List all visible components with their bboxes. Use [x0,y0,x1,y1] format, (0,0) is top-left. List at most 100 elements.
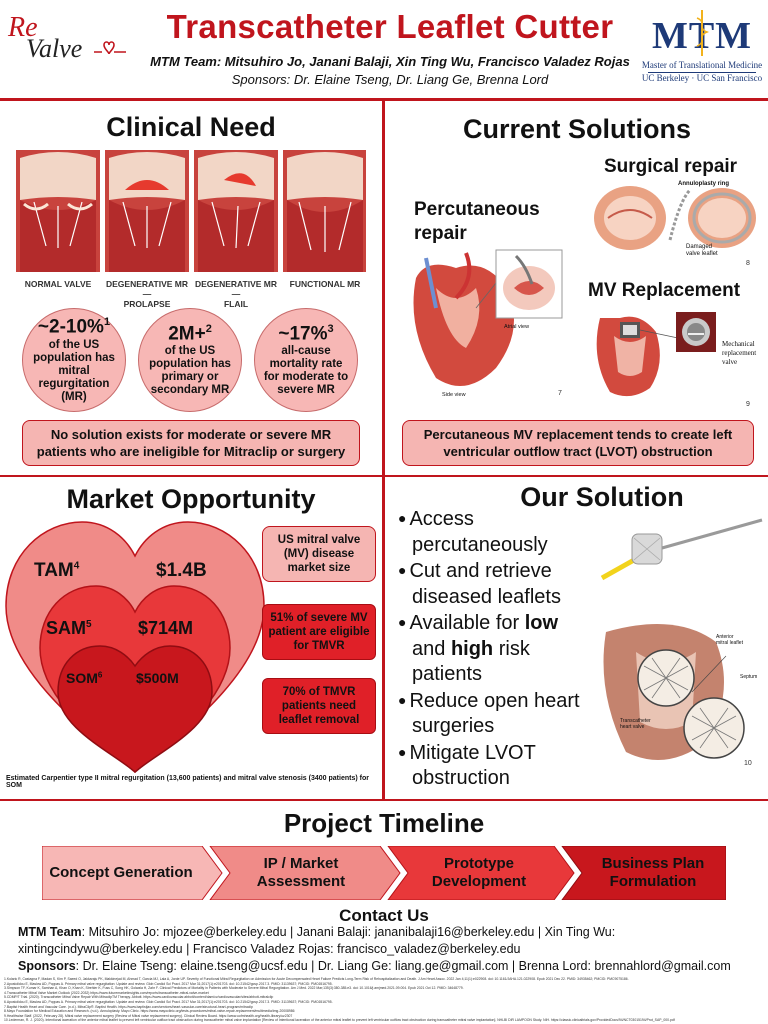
damaged-leaflet-label: Damaged valve leaflet [686,244,718,258]
timeline-step-3: Prototype Development [404,846,554,900]
valve-label-prolapse: DEGENERATIVE MR — PROLAPSE [105,279,189,309]
references-list: 1.Kolaric R, Castagna F, Madan S, Kim P,… [4,977,764,1023]
revalve-logo: Re Valve [8,12,128,63]
timeline-step-4-shape [561,846,726,900]
contact-team-line: MTM Team: Mitsuhiro Jo: mjozee@berkeley.… [18,924,758,958]
mtm-line-2: UC Berkeley · UC San Francisco [641,73,763,83]
stat-circle-mortality: ~17%3 all-cause mortality rate for moder… [254,308,358,412]
references-top-divider [0,799,768,801]
heart-line-icon [94,41,126,55]
contact-sponsors-line: Sponsors: Dr. Elaine Tseng: elaine.tseng… [18,958,758,975]
stat-text: of the US population has mitral regurgit… [33,338,115,403]
figure-number-8: 8 [746,260,750,267]
stat-text: all-cause mortality rate for moderate to… [263,345,349,397]
mechanical-valve-label: Mechanical replacement valve [722,340,756,367]
valve-label-line: FUNCTIONAL MR [289,279,361,289]
normal-valve-image [16,150,100,272]
figure-number-10: 10 [744,760,752,767]
valve-label-functional: FUNCTIONAL MR [283,279,367,289]
som-heart [57,645,213,773]
stat-circle-prevalence: ~2-10%1 of the US population has mitral … [22,308,126,412]
annuloplasty-label: Annuloplasty ring [678,181,729,187]
timeline-step-text: Development [431,873,527,890]
mv-replacement-heading: MV Replacement [588,280,741,301]
thv-line: heart valve [620,724,645,730]
leaflet-removal-box: 70% of TMVR patients need leaflet remova… [262,678,376,734]
stat-text: of the US population has primary or seco… [149,345,231,397]
reference-item: 5.CDMP/T Trial. (2020). Transcatheter Mi… [4,995,274,1000]
som-label: SOM6 [66,670,103,686]
market-footnote: Estimated Carpentier type II mitral regu… [6,775,369,789]
percutaneous-line: Percutaneous [414,199,540,220]
contact-sponsors-label: Sponsors [18,959,76,973]
valve-label-line: PROLAPSE [123,299,171,309]
solution-bullet: Mitigate LVOT obstruction [398,740,594,792]
reference-item: 9.Healthwise Staff. (2022, February 28).… [4,1013,293,1018]
figure-number-9: 9 [746,401,750,408]
side-view-label: Side view [442,392,466,398]
timeline-step-text: IP / Market [263,855,339,872]
left-mid-divider [0,475,382,477]
percutaneous-repair-heading: Percutaneous repair [414,198,540,246]
som-value: $500M [136,670,179,686]
valve-label-line: DEGENERATIVE MR — [105,279,189,299]
clinical-need-heading: Clinical Need [106,112,276,142]
functional-valve-image [283,150,367,272]
timeline-step-1-shape [42,846,223,900]
surgical-repair-heading: Surgical repair [604,156,738,177]
mtm-divider [648,72,756,73]
valve-label-line: DEGENERATIVE MR — [194,279,278,299]
valve-label-line: NORMAL VALVE [24,279,92,289]
contact-sponsors-text: : Dr. Elaine Tseng: elaine.tseng@ucsf.ed… [75,959,731,973]
timeline-step-2-shape [209,846,401,900]
timeline-step-3-shape [387,846,575,900]
timeline-step-text: Assessment [256,873,346,890]
reference-item: 2.Apostolidou E, Maslow AD, Poppas A. Pr… [4,981,333,986]
figure-number-7: 7 [558,390,562,397]
flail-valve-image [194,150,278,272]
prolapse-valve-image [105,150,189,272]
logo-valve-text: Valve [26,34,83,63]
valve-illustrations [16,150,367,275]
project-timeline-heading: Project Timeline [283,808,485,838]
sam-value: $714M [138,618,194,638]
percutaneous-line: repair [414,223,467,244]
sponsors-line: Sponsors: Dr. Elaine Tseng, Dr. Liang Ge… [231,72,549,87]
atrial-view-label: Atrial view [504,324,530,330]
damaged-line: valve leaflet [686,251,718,257]
solution-bullets: Access percutaneously Cut and retrieve d… [398,506,594,792]
solution-heart-image [603,624,745,760]
reference-item: 3.Simpson TF, Kumar K, Samhan A, Khan O,… [4,986,464,991]
market-heart-chart [5,521,265,773]
stat-circle-population: 2M+2 of the US population has primary or… [138,308,242,412]
solution-bullet: Available for low and high risk patients [398,610,594,688]
mech-line: Mechanical [722,340,755,348]
mech-line: replacement [722,349,757,357]
mech-line: valve [722,358,738,366]
tam-label: TAM4 [34,560,80,581]
solution-bullet: Reduce open heart surgeries [398,688,594,740]
anterior-leaflet-label: Anterior mitral leaflet [716,634,743,646]
thv-line: Transcatheter [620,718,651,724]
clinical-need-callout: No solution exists for moderate or sever… [22,420,360,466]
valve-heart-images [16,150,367,272]
valve-label-flail: DEGENERATIVE MR — FLAIL [194,279,278,309]
right-mid-divider [385,475,768,477]
reference-item: 10.Lederman, R. J. (2020). Intentional l… [4,1018,675,1023]
stat-value: 2M+2 [168,322,212,345]
reference-item: 8.Mayo Foundation for Medical Education … [4,1009,295,1014]
timeline-step-2: IP / Market Assessment [226,846,376,900]
sam-label: SAM5 [46,618,92,638]
caduceus-icon [696,10,710,56]
timeline-chevrons [42,846,726,900]
mtm-subtitle: Master of Translational Medicine UC Berk… [640,60,764,84]
stat-value: ~17%3 [278,322,334,345]
mtm-logo: MTM [642,8,762,86]
surgical-repair-image [594,186,756,250]
timeline-step-text: Formulation [609,873,697,890]
contact-team-text: : Mitsuhiro Jo: mjozee@berkeley.edu | Ja… [18,925,616,956]
reference-item: 6.Apostolidou E, Maslow AD, Poppas A. Pr… [4,999,333,1004]
anterior-line: mitral leaflet [716,640,743,646]
timeline-step-text: Concept Generation [49,864,193,881]
tam-value: $1.4B [156,560,207,581]
